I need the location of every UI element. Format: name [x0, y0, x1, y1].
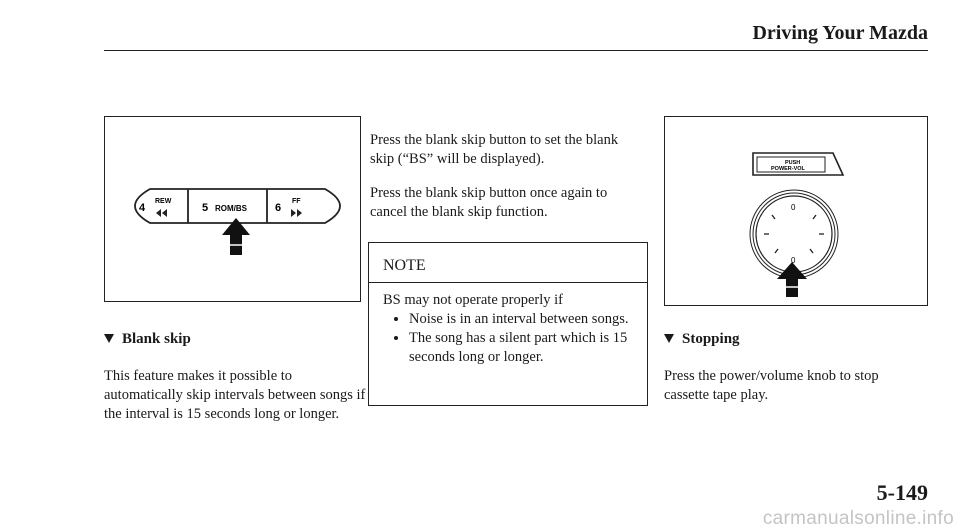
blank-skip-description: This feature makes it possible to automa… [104, 368, 366, 422]
push-label: PUSH [785, 160, 800, 166]
svg-text:0: 0 [791, 256, 796, 265]
button-panel-drawing: 4 REW 5 ROM/BS 6 FF [134, 188, 341, 255]
note-intro: BS may not operate properly if [383, 292, 563, 308]
stopping-heading-text: Stopping [682, 331, 740, 347]
stopping-illustration: PUSH POWER-VOL 0 0 [664, 116, 928, 306]
stopping-heading: Stopping [664, 331, 740, 348]
watermark: carmanualsonline.info [762, 508, 954, 529]
header-rule [104, 50, 928, 51]
svg-text:ROM/BS: ROM/BS [215, 204, 248, 213]
note-title: NOTE [369, 243, 647, 283]
power-knob-drawing: PUSH POWER-VOL 0 0 [749, 152, 845, 297]
note-item: Noise is in an interval between songs. [409, 310, 635, 329]
svg-text:0: 0 [791, 203, 796, 212]
bullet-triangle-icon [104, 334, 114, 344]
note-list: Noise is in an interval between songs. T… [383, 310, 635, 367]
blank-skip-heading: Blank skip [104, 331, 191, 348]
svg-text:4: 4 [139, 202, 146, 214]
running-header: Driving Your Mazda [752, 22, 928, 44]
note-body: BS may not operate properly if Noise is … [383, 291, 635, 367]
page-number: 5-149 [876, 480, 928, 505]
svg-text:6: 6 [275, 202, 281, 214]
svg-text:REW: REW [155, 198, 172, 205]
note-item: The song has a silent part which is 15 s… [409, 329, 635, 367]
note-box: NOTE BS may not operate properly if Nois… [368, 242, 648, 406]
set-blank-skip-paragraph: Press the blank skip button to set the b… [370, 132, 619, 167]
svg-text:5: 5 [202, 202, 208, 214]
cancel-blank-skip-paragraph: Press the blank skip button once again t… [370, 185, 608, 220]
power-vol-label: POWER-VOL [771, 166, 806, 172]
svg-text:FF: FF [292, 198, 301, 205]
blank-skip-heading-text: Blank skip [122, 331, 191, 347]
stopping-description: Press the power/volume knob to stop cass… [664, 368, 879, 403]
blank-skip-illustration: 4 REW 5 ROM/BS 6 FF [104, 116, 361, 302]
bullet-triangle-icon [664, 334, 674, 344]
